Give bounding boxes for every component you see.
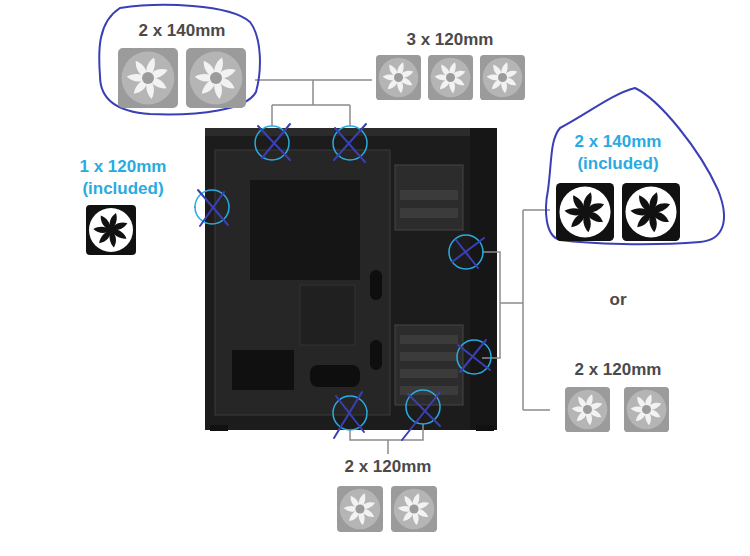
fan-mount-label: or (598, 289, 638, 311)
fan-mount-label: 1 x 120mm (included) (68, 156, 178, 200)
fan-mount-label: 2 x 140mm (included) (563, 131, 673, 175)
fan-mount-label: 2 x 140mm (117, 20, 247, 42)
fan-mount-label: 2 x 120mm (323, 456, 453, 478)
fan-mount-label: 2 x 120mm (553, 359, 683, 381)
fan-mount-label: 3 x 120mm (385, 29, 515, 51)
